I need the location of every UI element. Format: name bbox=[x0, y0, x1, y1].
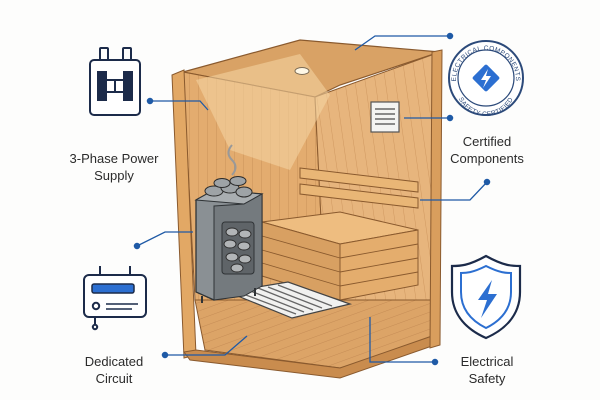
certification-badge-icon: ELECTRICAL COMPONENTS SAFETY CERTIFIED bbox=[448, 40, 524, 118]
sauna-bench bbox=[261, 211, 419, 301]
shield-lightning-icon bbox=[450, 254, 522, 340]
callout-bench bbox=[420, 178, 491, 201]
ceiling-light bbox=[294, 67, 310, 75]
label-safety-line2: Safety bbox=[468, 371, 506, 386]
floor-grate bbox=[225, 281, 353, 319]
label-power-supply: 3-Phase Power Supply bbox=[55, 150, 173, 184]
callout-certified-top bbox=[354, 32, 454, 51]
label-electrical-safety: Electrical Safety bbox=[437, 353, 537, 387]
bench-backrest bbox=[299, 167, 419, 209]
right-corner-post bbox=[429, 49, 443, 349]
callout-safety bbox=[369, 317, 439, 366]
sauna-cabin bbox=[171, 39, 443, 379]
label-power-line1: 3-Phase Power bbox=[69, 151, 159, 166]
ceiling-light-glow bbox=[196, 54, 330, 170]
callout-heater bbox=[133, 231, 193, 250]
callout-power bbox=[146, 97, 209, 111]
label-circuit-line1: Dedicated bbox=[84, 354, 144, 369]
label-dedicated-circuit: Dedicated Circuit bbox=[64, 353, 164, 387]
three-phase-plug-icon bbox=[89, 47, 141, 116]
callout-lines bbox=[133, 32, 491, 366]
label-circuit-line2: Circuit bbox=[95, 371, 133, 386]
circuit-breaker-panel-icon bbox=[83, 266, 147, 331]
label-safety-line1: Electrical bbox=[460, 354, 514, 369]
label-certified-components: Certified Components bbox=[437, 133, 537, 167]
steam-icon bbox=[227, 144, 237, 176]
callout-certified-vent bbox=[404, 114, 454, 122]
label-power-line2: Supply bbox=[94, 168, 134, 183]
label-certified-line2: Components bbox=[450, 151, 524, 166]
callout-circuit bbox=[161, 335, 248, 359]
wall-vent bbox=[370, 101, 400, 133]
sauna-heater bbox=[194, 144, 264, 303]
label-certified-line1: Certified bbox=[462, 134, 512, 149]
